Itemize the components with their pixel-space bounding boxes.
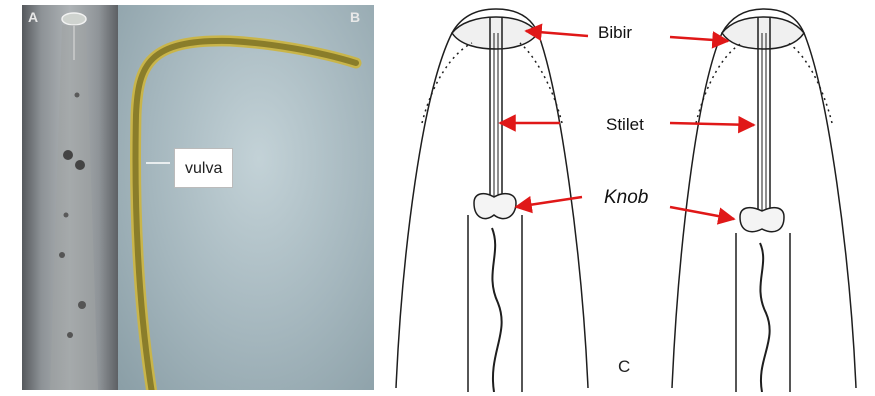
right-head-drawing: [672, 9, 856, 392]
panel-c-letter: C: [618, 357, 630, 377]
nematode-specimen: [118, 5, 374, 390]
label-bibir: Bibir: [598, 23, 632, 43]
panel-a-micrograph: A: [22, 5, 118, 390]
arrow-knob-right: [670, 207, 734, 219]
panel-a-letter: A: [28, 9, 38, 25]
panel-b-micrograph: B vulva: [118, 5, 374, 390]
label-stilet: Stilet: [606, 115, 644, 135]
label-knob: Knob: [604, 187, 648, 209]
panel-c-drawing: Bibir Stilet Knob C: [392, 3, 870, 392]
panel-b-letter: B: [350, 9, 360, 25]
nematode-head-micrograph: [22, 5, 118, 390]
vulva-callout: vulva: [174, 148, 233, 188]
arrow-stilet-right: [670, 123, 754, 125]
